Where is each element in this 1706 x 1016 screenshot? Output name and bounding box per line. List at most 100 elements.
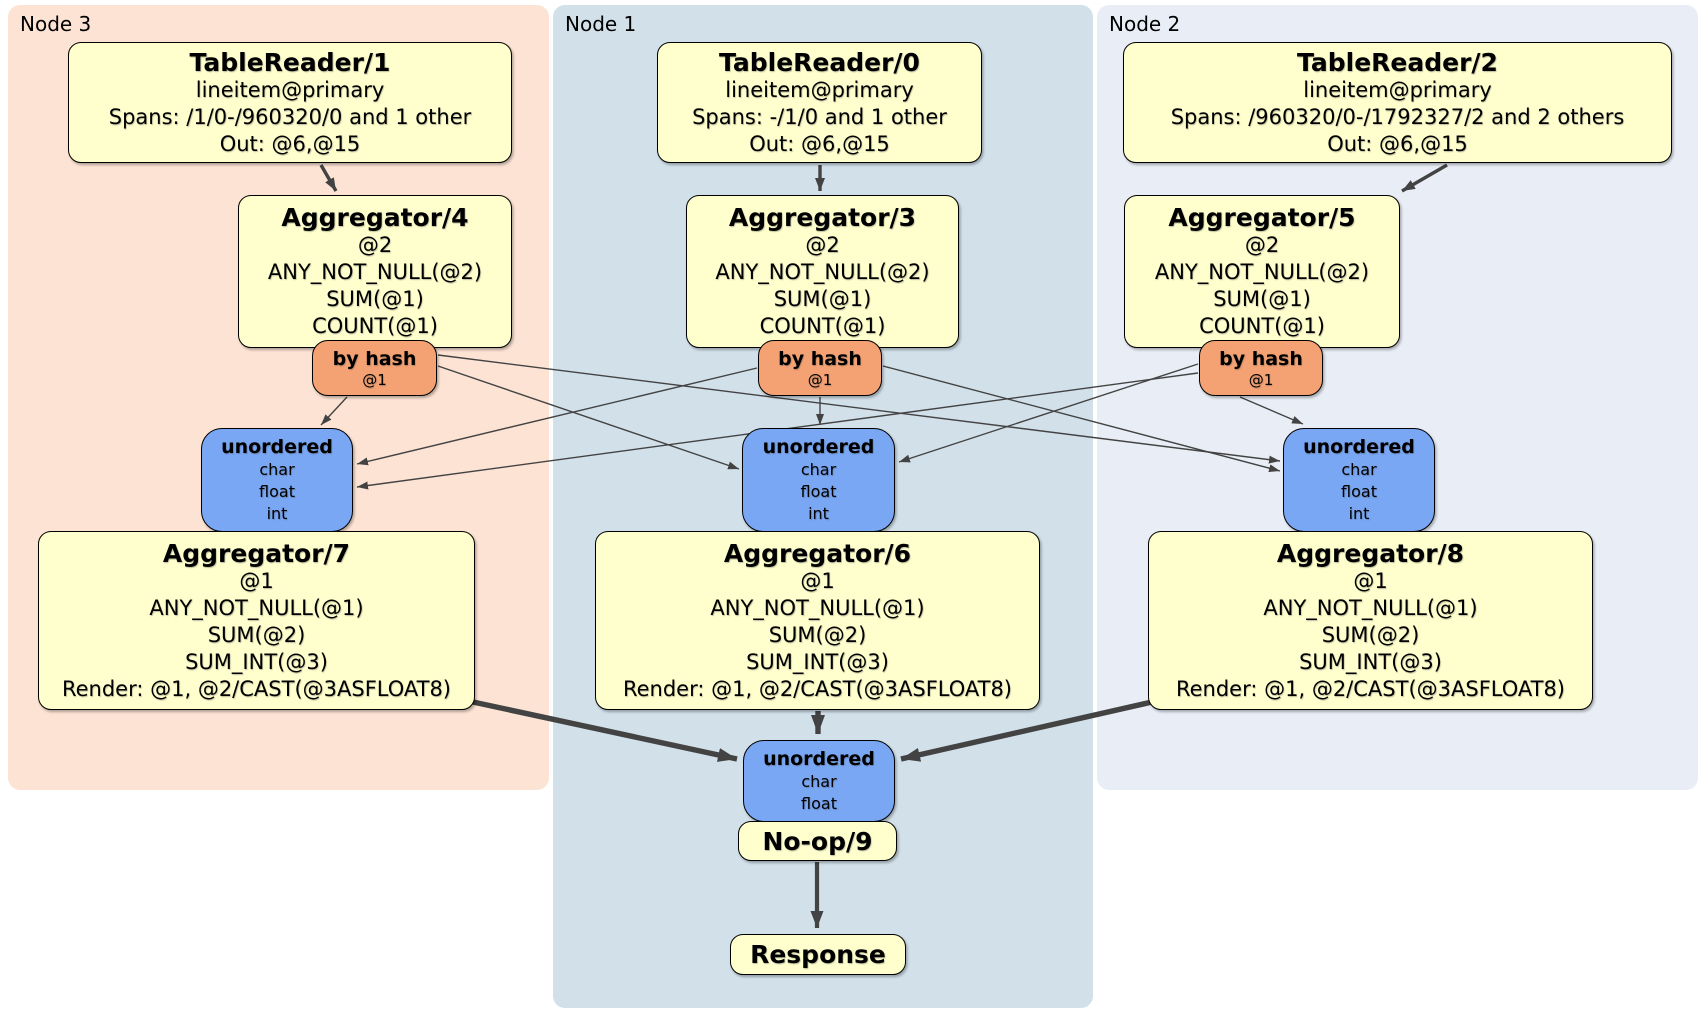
- box-line: COUNT(@1): [312, 314, 438, 338]
- edge-agg8-to-un9: [900, 699, 1153, 762]
- box-line: @1: [807, 370, 833, 389]
- box-title: by hash: [332, 347, 417, 370]
- box-title: Aggregator/6: [723, 538, 912, 568]
- box-line: SUM(@2): [768, 622, 867, 647]
- box-line: SUM(@1): [1213, 287, 1311, 311]
- box-line: lineitem@primary: [195, 77, 385, 102]
- box-line: Spans: /960320/0-/1792327/2 and 2 others: [1170, 104, 1625, 129]
- region-label-node1: Node 1: [565, 12, 637, 36]
- box-line: Spans: /1/0-/960320/0 and 1 other: [108, 104, 472, 129]
- edge-hash3-to-un7: [356, 367, 758, 466]
- box-line: Spans: -/1/0 and 1 other: [692, 104, 947, 129]
- box-line: @2: [1244, 233, 1280, 257]
- box-line: lineitem@primary: [725, 77, 914, 102]
- edge-agg7-to-un9: [472, 699, 738, 762]
- box-line: int: [808, 504, 829, 523]
- box-line: lineitem@primary: [1303, 77, 1492, 102]
- box-line: Out: @6,@15: [749, 131, 890, 156]
- sync-un9: unordered char float: [743, 740, 895, 822]
- box-title: unordered: [762, 436, 875, 458]
- edge-hash4-to-un7: [320, 396, 348, 426]
- processor-resp: Response: [730, 934, 906, 975]
- box-line: float: [800, 482, 837, 501]
- box-line: @2: [805, 233, 840, 257]
- box-title: by hash: [778, 347, 862, 370]
- box-line: @1: [362, 370, 387, 389]
- box-title: TableReader/1: [189, 47, 391, 77]
- box-title: Aggregator/5: [1168, 203, 1356, 232]
- box-line: char: [1341, 460, 1377, 479]
- box-line: float: [1341, 482, 1377, 501]
- router-hash5: by hash@1: [1199, 340, 1323, 396]
- region-label-node3: Node 3: [20, 12, 92, 36]
- box-line: @1: [239, 568, 274, 593]
- edge-hash4-to-un6: [437, 365, 740, 470]
- processor-noop9: No-op/9: [738, 821, 897, 861]
- box-line: SUM_INT(@3): [1299, 649, 1442, 674]
- edge-hash5-to-un6: [898, 363, 1199, 463]
- box-title: Aggregator/7: [162, 538, 351, 568]
- box-line: char: [801, 772, 837, 791]
- box-line: Out: @6,@15: [1327, 131, 1468, 156]
- edge-hash3-to-un8: [882, 365, 1281, 473]
- box-title: unordered: [1303, 436, 1415, 458]
- router-hash4: by hash@1: [312, 340, 437, 396]
- box-title: by hash: [1219, 347, 1303, 370]
- box-line: Out: @6,@15: [219, 131, 361, 156]
- router-hash3: by hash@1: [758, 340, 882, 396]
- box-title: Aggregator/8: [1276, 538, 1465, 568]
- edge-tr2-to-agg5: [1401, 163, 1448, 193]
- box-line: COUNT(@1): [1199, 314, 1325, 338]
- box-title: Response: [750, 940, 886, 969]
- region-label-node2: Node 2: [1109, 12, 1181, 36]
- box-line: Render: @1, @2/CAST(@3ASFLOAT8): [61, 676, 452, 701]
- box-line: char: [800, 460, 837, 479]
- edge-tr1-to-agg4: [319, 164, 338, 192]
- box-line: @1: [1248, 370, 1274, 389]
- sync-un7: unordered char float int: [201, 428, 353, 532]
- box-line: ANY_NOT_NULL(@2): [1154, 260, 1370, 284]
- box-line: ANY_NOT_NULL(@1): [710, 595, 925, 620]
- box-line: float: [801, 794, 837, 813]
- box-line: ANY_NOT_NULL(@1): [149, 595, 364, 620]
- box-line: Render: @1, @2/CAST(@3ASFLOAT8): [622, 676, 1013, 701]
- box-line: SUM_INT(@3): [746, 649, 889, 674]
- box-line: ANY_NOT_NULL(@2): [267, 260, 483, 284]
- box-title: Aggregator/4: [281, 203, 469, 232]
- box-line: ANY_NOT_NULL(@1): [1263, 595, 1478, 620]
- sync-un6: unordered char float int: [742, 428, 895, 532]
- box-line: SUM(@2): [1321, 622, 1420, 647]
- box-line: @1: [1353, 568, 1388, 593]
- box-line: COUNT(@1): [759, 314, 886, 338]
- box-line: SUM(@2): [207, 622, 306, 647]
- sync-un8: unordered char float int: [1283, 428, 1435, 532]
- box-line: SUM(@1): [326, 287, 424, 311]
- box-line: @1: [800, 568, 835, 593]
- box-title: Aggregator/3: [728, 203, 917, 232]
- box-line: char: [259, 460, 295, 479]
- box-line: int: [1348, 504, 1370, 523]
- box-title: unordered: [763, 748, 875, 770]
- edge-hash4-to-un8: [437, 354, 1281, 464]
- box-line: int: [266, 504, 288, 523]
- box-line: Render: @1, @2/CAST(@3ASFLOAT8): [1175, 676, 1566, 701]
- box-title: No-op/9: [762, 826, 873, 856]
- box-line: float: [259, 482, 295, 501]
- box-line: ANY_NOT_NULL(@2): [715, 260, 930, 284]
- box-title: TableReader/0: [719, 47, 920, 77]
- box-line: @2: [357, 233, 393, 257]
- edge-hash5-to-un8: [1239, 396, 1304, 425]
- box-title: unordered: [221, 436, 333, 458]
- box-title: TableReader/2: [1297, 47, 1498, 77]
